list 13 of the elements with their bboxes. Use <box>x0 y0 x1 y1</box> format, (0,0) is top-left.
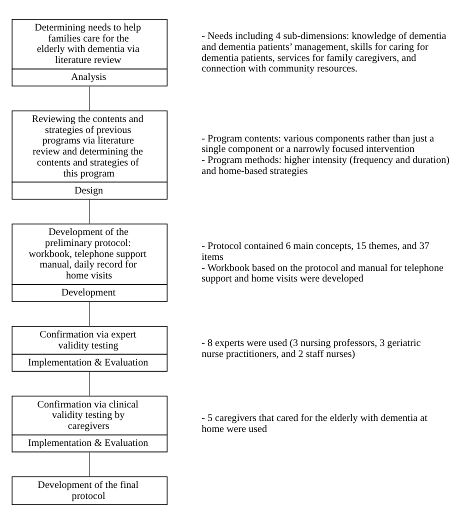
node-label: - Protocol contained 6 main concepts, 15 themes, and 37 items <box>201 240 429 262</box>
connector <box>88 370 90 396</box>
connector <box>88 85 90 111</box>
node-label: - Program contents: various components rather than just a single component or a narrowly focused intervention <box>201 132 434 155</box>
node-label: - Program methods: higher intensity (frequency and duration) and home-based strategies <box>201 154 450 176</box>
connector <box>88 300 90 326</box>
node-label: - 5 caregivers that cared for the elderly with dementia at home were used <box>201 412 427 435</box>
node-label: - Needs including 4 sub-dimensions: knowledge of dementia and dementia patients’ management, skills for caring for dementia patients, services for family caregivers, and connection with community resources. <box>201 30 446 74</box>
connector <box>88 451 90 477</box>
node-label: - 8 experts were used (3 nursing professors, 3 geriatric nurse practitioners, and 2 staff nurses) <box>201 338 420 360</box>
node-label: - Workbook based on the protocol and manual for telephone support and home visits were developed <box>201 262 443 284</box>
connector <box>88 198 90 224</box>
node-box: Development of the final protocol <box>11 476 168 505</box>
